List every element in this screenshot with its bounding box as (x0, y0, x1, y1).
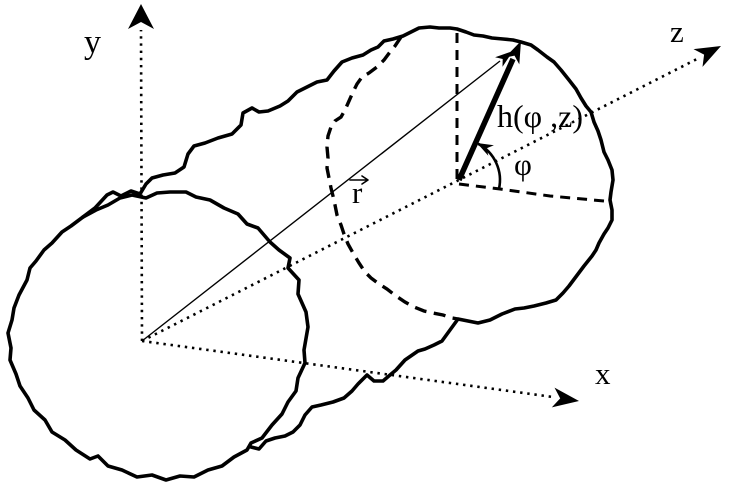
h-vector-label: h(φ ,z) (497, 98, 583, 134)
phi-angle-arc (477, 142, 502, 190)
phi-arc-arrowhead (477, 143, 494, 156)
x-axis-line (141, 339, 554, 399)
r-vector-label: r (352, 175, 363, 210)
front-face-outline (6, 190, 310, 482)
reference-radius-dashed-line (458, 182, 605, 203)
z-axis-label: z (670, 14, 684, 49)
r-vector-line (141, 60, 501, 342)
h-vector-line (456, 57, 516, 182)
z-axis-arrowhead (693, 46, 721, 67)
cylinder-body-outline (81, 25, 615, 451)
r-vector-arrow-accent (349, 175, 369, 185)
phi-angle-label: φ (514, 147, 532, 182)
y-axis-line (139, 29, 144, 342)
y-axis-label: y (84, 24, 101, 61)
y-axis-arrowhead (128, 4, 154, 29)
h-vector-arrowhead (504, 41, 521, 65)
z-axis-line (141, 57, 698, 343)
cross-section-dashed-outline (325, 36, 459, 321)
x-axis-arrowhead (551, 387, 579, 408)
x-axis-label: x (595, 356, 611, 391)
